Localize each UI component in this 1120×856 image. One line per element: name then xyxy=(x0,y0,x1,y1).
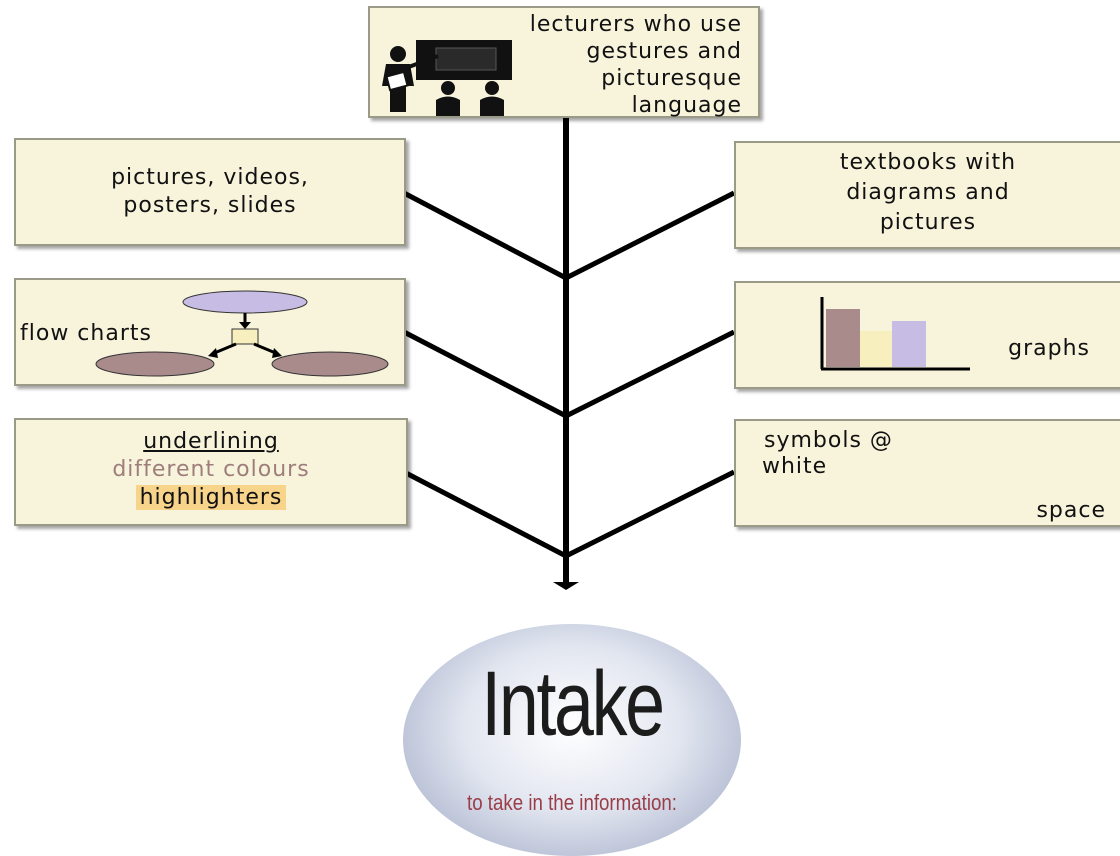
flow-top-ellipse xyxy=(182,290,308,314)
graph-bar xyxy=(892,321,926,367)
emphasis-box: underlining different colours highlighte… xyxy=(14,418,408,526)
intake-circle: Intake to take in the information: xyxy=(403,624,741,856)
lecturers-box: lecturers who use gestures and picturesq… xyxy=(368,6,760,118)
highlighters-text: highlighters xyxy=(135,485,287,510)
text-line: gestures and xyxy=(586,39,742,64)
highlighters-line: highlighters xyxy=(16,484,406,512)
pictures-box: pictures, videos, posters, slides xyxy=(14,138,406,246)
branch-line xyxy=(402,329,568,419)
text-line: lecturers who use xyxy=(529,12,742,37)
flow-charts-box: flow charts xyxy=(14,278,406,386)
underlining-text: underlining xyxy=(143,429,279,454)
intake-title: Intake xyxy=(481,653,665,755)
flow-bottom-ellipse xyxy=(271,351,389,377)
text-line: pictures, videos, xyxy=(111,165,309,190)
symbols-text: symbols @ xyxy=(764,428,893,453)
space-text: space xyxy=(1036,498,1106,523)
graphs-box: graphs xyxy=(734,281,1120,389)
textbooks-text: textbooks with diagrams and pictures xyxy=(736,148,1120,238)
branch-line xyxy=(402,469,568,559)
branch-line xyxy=(564,190,736,281)
text-line: picturesque xyxy=(601,66,742,91)
different-colours-text: different colours xyxy=(112,457,310,482)
text-line: textbooks with xyxy=(839,150,1017,175)
text-line: diagrams and xyxy=(846,180,1010,205)
symbols-box: symbols @ white space xyxy=(734,419,1120,527)
white-text: white xyxy=(762,454,828,479)
flow-charts-label: flow charts xyxy=(20,321,152,346)
lecturers-text: lecturers who use gestures and picturesq… xyxy=(502,11,742,119)
flow-process-box xyxy=(231,328,259,345)
spine-arrowhead xyxy=(553,582,579,590)
branch-line xyxy=(564,329,736,419)
flowchart-icon xyxy=(95,290,389,377)
graph-bar xyxy=(826,309,860,367)
text-line: pictures xyxy=(879,210,977,235)
intake-subtitle: to take in the information: xyxy=(467,790,677,815)
graph-bar xyxy=(860,331,892,367)
textbooks-box: textbooks with diagrams and pictures xyxy=(734,141,1120,249)
branch-line xyxy=(564,469,736,559)
flow-bottom-ellipse xyxy=(95,351,215,377)
graphs-label: graphs xyxy=(1008,336,1090,361)
branch-line xyxy=(402,190,568,281)
presenter-icon xyxy=(382,40,512,116)
text-line: language xyxy=(631,93,742,118)
pictures-text: pictures, videos, posters, slides xyxy=(16,164,404,220)
text-line: posters, slides xyxy=(123,193,297,218)
bar-graph-icon xyxy=(820,297,970,371)
